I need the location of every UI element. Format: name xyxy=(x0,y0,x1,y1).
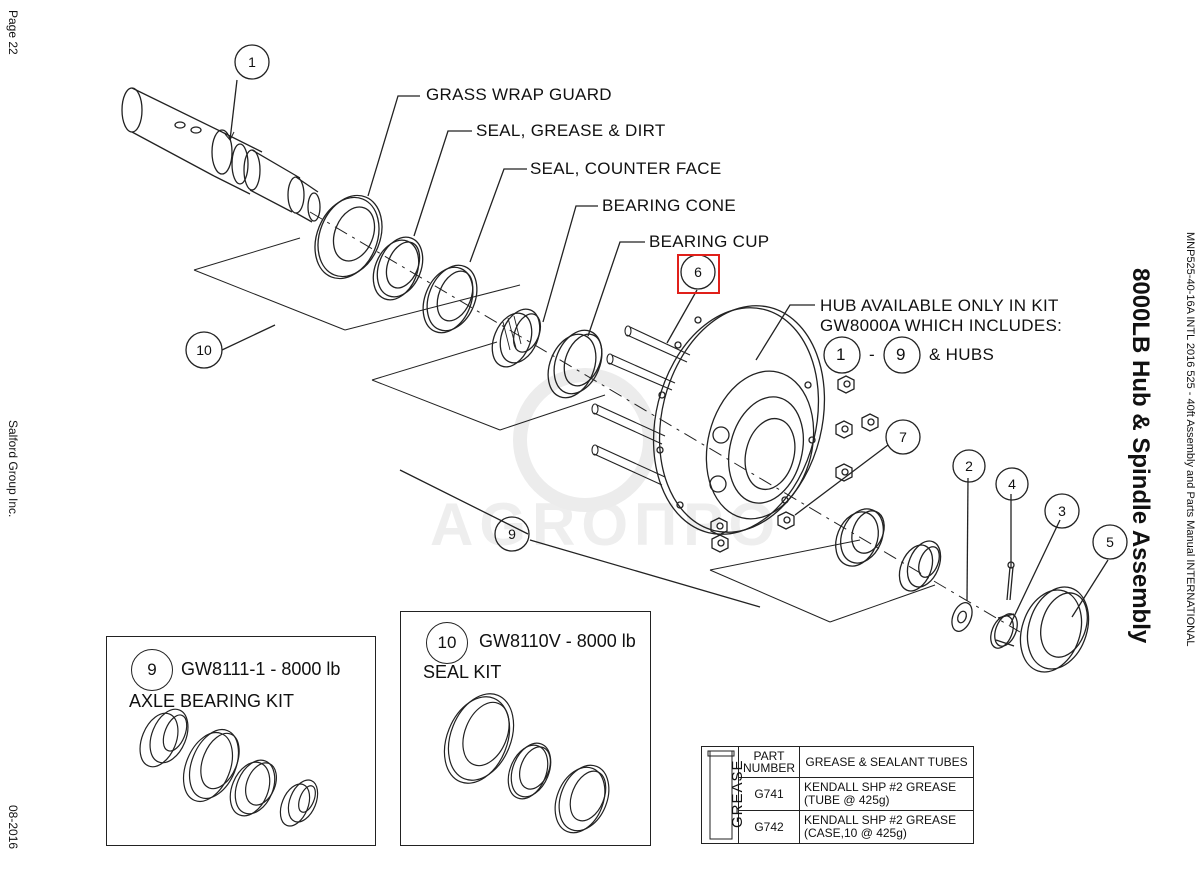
kit-seal-number: 10 xyxy=(426,622,468,664)
kit-axle-bearing-number: 9 xyxy=(131,649,173,691)
kit-axle-bearing: 9 GW8111-1 - 8000 lb AXLE BEARING KIT xyxy=(106,636,376,846)
kit-axle-bearing-drawing xyxy=(139,708,319,827)
grease-tube-icon xyxy=(707,750,735,840)
grease-tube-cell: GREASE xyxy=(701,746,746,844)
balloon-7-label: 7 xyxy=(899,429,907,445)
leader-hub xyxy=(755,304,815,361)
seal-grease-dirt xyxy=(372,236,424,301)
leader-9-right xyxy=(529,539,761,608)
balloon-10-label: 10 xyxy=(196,342,212,358)
bearing-cone xyxy=(491,308,542,368)
grease-side-label: GREASE xyxy=(729,759,746,828)
hub-range-from: 1 xyxy=(836,345,846,364)
balloon-1-label: 1 xyxy=(248,54,256,70)
grease-col-part: PART NUMBER xyxy=(738,746,800,778)
grease-row1-part: G741 xyxy=(738,777,800,811)
balloon-9 xyxy=(494,516,530,552)
balloon-4 xyxy=(995,467,1029,501)
kit-seal-drawing xyxy=(443,693,610,834)
kit-axle-bearing-code: GW8111-1 - 8000 lb xyxy=(181,659,341,679)
grease-table: GREASE PART NUMBER GREASE & SEALANT TUBE… xyxy=(701,746,974,844)
label-hub-line1: HUB AVAILABLE ONLY IN KIT xyxy=(820,296,1059,315)
label-bearing-cup: BEARING CUP xyxy=(649,232,770,251)
balloon-3-label: 3 xyxy=(1058,503,1066,519)
label-seal-grease-dirt: SEAL, GREASE & DIRT xyxy=(476,121,666,140)
watermark-logo xyxy=(513,368,657,512)
kit-axle-bearing-name: AXLE BEARING KIT xyxy=(129,691,295,711)
label-hub-line2: GW8000A WHICH INCLUDES: xyxy=(820,316,1063,335)
leader-1 xyxy=(229,79,238,141)
balloon-9-label: 9 xyxy=(508,526,516,542)
balloon-5-label: 5 xyxy=(1106,534,1114,550)
spindle-washer xyxy=(951,602,973,632)
balloon-2 xyxy=(952,449,986,483)
grass-wrap-guard xyxy=(314,194,383,280)
balloon-2-label: 2 xyxy=(965,458,973,474)
leader-bearing-cup xyxy=(587,241,645,337)
hub-range-dash: - xyxy=(869,345,875,364)
leader-9-up xyxy=(399,469,529,535)
dust-cap xyxy=(1019,586,1090,673)
balloon-hub-1 xyxy=(823,336,861,374)
balloon-1 xyxy=(234,44,270,80)
balloon-5 xyxy=(1092,524,1128,560)
leader-7 xyxy=(794,444,889,516)
hub-range-to: 9 xyxy=(896,345,906,364)
outer-bearing-cup xyxy=(835,508,885,567)
leader-3 xyxy=(1009,519,1061,626)
label-grass-wrap-guard: GRASS WRAP GUARD xyxy=(426,85,612,104)
leader-grass-guard xyxy=(367,95,420,197)
grease-row1-desc: KENDALL SHP #2 GREASE (TUBE @ 425g) xyxy=(799,777,974,811)
castle-nut xyxy=(990,613,1018,649)
label-bearing-cone: BEARING CONE xyxy=(602,196,736,215)
leader-seal-grease xyxy=(413,130,472,237)
leader-5 xyxy=(1071,559,1109,618)
grease-col-desc: GREASE & SEALANT TUBES xyxy=(799,746,974,778)
leader-2 xyxy=(966,477,969,602)
kit-seal: 10 GW8110V - 8000 lb SEAL KIT xyxy=(400,611,651,846)
label-seal-counter-face: SEAL, COUNTER FACE xyxy=(530,159,722,178)
leader-10 xyxy=(221,324,276,351)
balloon-6-label: 6 xyxy=(694,264,702,280)
balloon-10 xyxy=(185,331,223,369)
outer-bearing-cone xyxy=(898,540,942,592)
leader-6 xyxy=(666,289,698,344)
grease-row2-desc: KENDALL SHP #2 GREASE (CASE,10 @ 425g) xyxy=(799,810,974,844)
label-hub-suffix: & HUBS xyxy=(929,345,995,364)
bearing-cup xyxy=(547,329,603,399)
seal-counter-face xyxy=(422,264,478,334)
grease-row2-part: G742 xyxy=(738,810,800,844)
hub xyxy=(652,305,826,535)
balloon-4-label: 4 xyxy=(1008,476,1016,492)
lug-nuts xyxy=(710,375,879,553)
balloon-3 xyxy=(1044,493,1080,529)
kit-seal-name: SEAL KIT xyxy=(423,662,502,682)
balloon-7 xyxy=(885,419,921,455)
leader-bearing-cone xyxy=(542,205,598,323)
balloon-hub-9 xyxy=(883,336,921,374)
selection-highlight xyxy=(677,254,720,294)
spindle xyxy=(121,87,321,223)
kit-seal-code: GW8110V - 8000 lb xyxy=(479,631,636,651)
leader-seal-counter xyxy=(469,168,527,263)
